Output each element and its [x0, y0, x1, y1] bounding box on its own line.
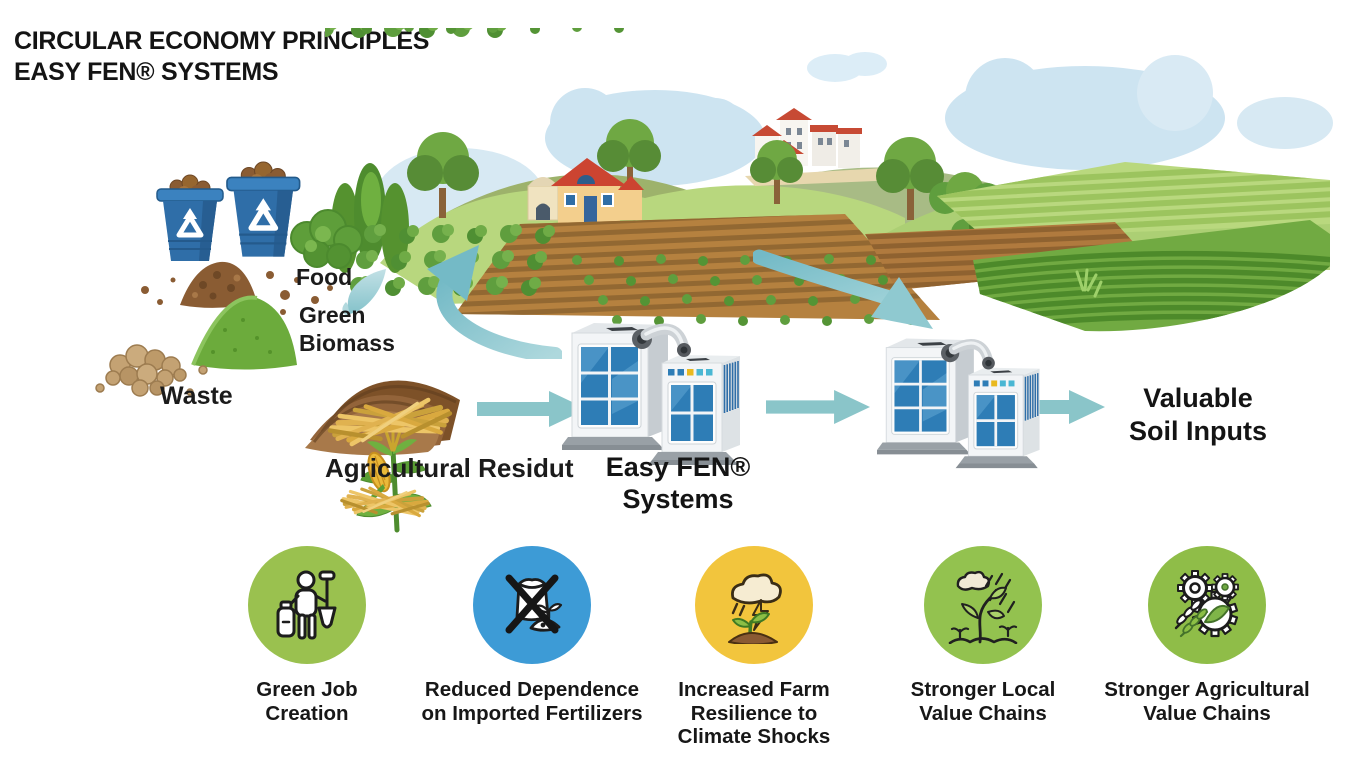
- title-line-2: EASY FEN® SYSTEMS: [14, 58, 279, 86]
- striped-field-dark-green: [973, 220, 1330, 332]
- farm-landscape-illustration: [325, 28, 1333, 332]
- flow-arrow-inputs-to-system-icon: [477, 391, 587, 427]
- crossed-fertilizer-bag-icon: [473, 546, 591, 664]
- waste-label: Waste: [160, 382, 233, 410]
- green-compost-pile: [191, 295, 297, 370]
- seedling-row: [325, 28, 624, 34]
- agricultural-residue-label: Agricultural Residut: [325, 453, 574, 483]
- clouds: [375, 52, 1333, 248]
- valuable-soil-inputs-label: Valuable Soil Inputs: [1129, 383, 1267, 446]
- food-label: Food: [296, 264, 353, 290]
- waste-lumps-pile: [95, 344, 208, 397]
- cycle-arrow-up-icon: [427, 245, 562, 359]
- leaf-swoosh-icon: [342, 269, 386, 316]
- gears-and-wheat-icon: [1148, 546, 1266, 664]
- organic-waste-inputs-illustration: [95, 160, 460, 533]
- second-machine-illustration: [877, 333, 1047, 469]
- flow-arrow-system-to-system-icon: [766, 389, 870, 425]
- easy-fen-machine-illustration: [562, 317, 748, 466]
- vegetable-row: [325, 28, 507, 38]
- worker-with-shovel-icon: [248, 546, 366, 664]
- cycle-arrow-down-icon: [753, 249, 933, 329]
- green-biomass-label: Green Biomass: [299, 302, 395, 356]
- striped-field-light: [937, 162, 1330, 238]
- storm-cloud-seedling-icon: [695, 546, 813, 664]
- easy-fen-systems-label: Easy FEN® Systems: [605, 452, 751, 514]
- plant-in-rain-icon: [924, 546, 1042, 664]
- flow-arrow-to-output-icon: [1039, 390, 1105, 424]
- recycle-bin-icon: [157, 162, 300, 261]
- green-biomass-clump: [290, 209, 363, 269]
- compost-pile: [141, 261, 333, 323]
